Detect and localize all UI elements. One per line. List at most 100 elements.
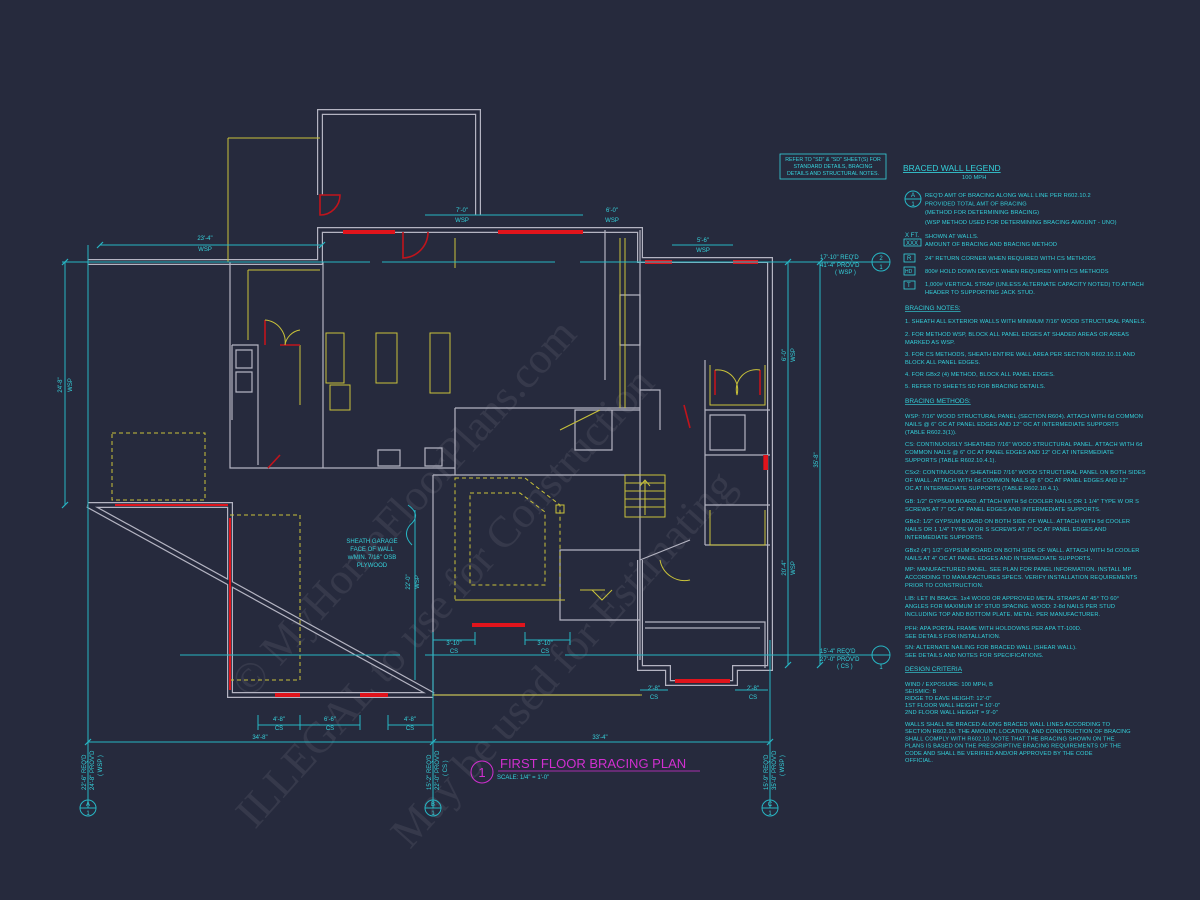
- dim-label: 5'-6": [697, 238, 709, 244]
- legend-line: SEISMIC: B: [905, 689, 936, 695]
- note-line: w/MIN. 7/16" OSB: [347, 555, 396, 561]
- dim-label: 35'-8": [814, 452, 820, 467]
- legend-line: WSP: 7/16" WOOD STRUCTURAL PANEL (SECTIO…: [905, 414, 1143, 420]
- drawing-scale: SCALE: 1/4" = 1'-0": [497, 775, 549, 781]
- legend-line: PRIOR TO CONSTRUCTION.: [905, 583, 984, 589]
- legend-line: COMMON NAILS @ 6" OC AT PANEL EDGES AND …: [905, 450, 1114, 456]
- legend-hold-down-symbol: HD: [905, 269, 913, 275]
- legend-line: OFFICIAL.: [905, 758, 933, 764]
- legend-symbols: A 1 X FT. XXX R HD T: [903, 190, 922, 290]
- dim-label: 33'-4": [592, 735, 607, 741]
- legend-circle-bottom: 1: [911, 202, 915, 208]
- dim-label: 7'-0": [456, 208, 468, 214]
- refer-to-sheets-box: REFER TO "SD" & "SD" SHEET(S) FOR STANDA…: [779, 153, 887, 180]
- dim-label: 24'-8": [58, 377, 64, 392]
- legend-heading: BRACED WALL LEGEND: [903, 163, 1001, 173]
- dim-method: CS: [450, 649, 458, 655]
- dim-label: 2'-8": [747, 686, 759, 692]
- note-line: PLYWOOD: [357, 563, 388, 569]
- legend-line: (TABLE R602.3(1)).: [905, 430, 957, 436]
- dim-label: 3'-10": [446, 641, 461, 647]
- dim-method: WSP: [68, 378, 74, 392]
- legend-line: REQ'D AMT OF BRACING ALONG WALL LINE PER…: [925, 193, 1091, 199]
- bracing-method: ( CS ): [443, 760, 449, 776]
- legend-line: SCREWS AT 7" OC AT PANEL EDGES AND INTER…: [905, 507, 1101, 513]
- legend-line: GB: 1/2" GYPSUM BOARD. ATTACH WITH 5d CO…: [905, 499, 1139, 505]
- legend-line: INTERMEDIATE SUPPORTS.: [905, 535, 984, 541]
- drawing-title-text: FIRST FLOOR BRACING PLAN: [500, 756, 686, 771]
- bracing-method: ( WSP ): [780, 755, 786, 776]
- dim-method: CS: [275, 726, 283, 732]
- legend-line: PLANS IS BASED ON THE PRESCRIPTIVE BRACI…: [905, 744, 1121, 750]
- legend-line: SUPPORTS (TABLE R602.10.4.1).: [905, 458, 997, 464]
- sheet-id: 1: [86, 811, 90, 817]
- legend-line: SEE DETAILS AND NOTES FOR SPECIFICATIONS…: [905, 653, 1044, 659]
- dim-method: WSP: [791, 348, 797, 362]
- dim-method: CS: [650, 695, 658, 701]
- legend-strap-symbol: T: [907, 283, 911, 289]
- legend-line: 5. REFER TO SHEETS SD FOR BRACING DETAIL…: [905, 384, 1046, 390]
- legend-line: 2ND FLOOR WALL HEIGHT = 9'-0": [905, 710, 998, 716]
- sheet-id: 1: [431, 811, 435, 817]
- dim-method: CS: [326, 726, 334, 732]
- legend-line: CSx2: CONTINUOUSLY SHEATHED 7/16" WOOD S…: [905, 470, 1146, 476]
- legend-line: 1ST FLOOR WALL HEIGHT = 10'-0": [905, 703, 1000, 709]
- dim-label: 20'-4": [782, 560, 788, 575]
- provd-bracing: 27'-0" PROV'D: [820, 657, 860, 663]
- legend-line: 1. SHEATH ALL EXTERIOR WALLS WITH MINIMU…: [905, 319, 1147, 325]
- legend-line: (METHOD FOR DETERMINING BRACING): [925, 210, 1039, 216]
- legend-line: AMOUNT OF BRACING AND BRACING METHOD: [925, 242, 1057, 248]
- dim-label: 4'-8": [273, 717, 285, 723]
- dim-label: 6'-0": [606, 208, 618, 214]
- legend-line: INCLUDING TOP AND BOTTOM PLATE. METAL: P…: [905, 612, 1101, 618]
- note-line: STANDARD DETAILS, BRACING: [794, 164, 873, 170]
- legend-line: WIND / EXPOSURE: 100 MPH, B: [905, 682, 993, 688]
- dim-label: 6'-6": [324, 717, 336, 723]
- dim-method: WSP: [696, 248, 710, 254]
- dim-label: 2'-8": [648, 686, 660, 692]
- legend-line: 3. FOR CS METHODS, SHEATH ENTIRE WALL AR…: [905, 352, 1135, 358]
- floor-plan: [88, 112, 770, 695]
- bracing-method: ( WSP ): [835, 270, 856, 276]
- provd-bracing: 41'-4" PROV'D: [820, 263, 860, 269]
- legend-line: 1,000# VERTICAL STRAP (UNLESS ALTERNATE …: [925, 282, 1144, 288]
- legend-line: BLOCK ALL PANEL EDGES.: [905, 360, 981, 366]
- legend-heading: BRACING NOTES:: [905, 305, 961, 312]
- legend-line: MARKED AS WSP.: [905, 340, 955, 346]
- legend-line: GBx2 (4") 1/2" GYPSUM BOARD ON BOTH SIDE…: [905, 548, 1139, 554]
- wall-line-id: A: [86, 802, 90, 808]
- dim-label: 3'-10": [537, 641, 552, 647]
- provd-bracing: 22'-0" PROV'D: [435, 750, 441, 790]
- reqd-bracing: 15'-4" REQ'D: [820, 649, 856, 655]
- legend-heading: BRACING METHODS:: [905, 398, 971, 405]
- legend-line: CODE AND SHALL BE VERIFIED AND/OR APPROV…: [905, 751, 1093, 757]
- legend-line: 4. FOR GBx2 (4) METHOD, BLOCK ALL PANEL …: [905, 372, 1055, 378]
- reqd-bracing: 22'-6" REQ'D: [82, 754, 88, 790]
- legend-line: 24" RETURN CORNER WHEN REQUIRED WITH CS …: [925, 256, 1096, 262]
- dim-method: CS: [541, 649, 549, 655]
- legend-line: HEADER TO SUPPORTING JACK STUD.: [925, 290, 1035, 296]
- legend-line: MP: MANUFACTURED PANEL. SEE PLAN FOR PAN…: [905, 567, 1131, 573]
- legend-line: RIDGE TO EAVE HEIGHT: 12'-0": [905, 696, 992, 702]
- legend-circle-top: A: [911, 193, 915, 199]
- legend-line: PROVIDED TOTAL AMT OF BRACING: [925, 202, 1027, 208]
- note-line: FACE OF WALL: [350, 547, 394, 553]
- legend-line: SEE DETAILS FOR INSTALLATION.: [905, 634, 1001, 640]
- dim-method: WSP: [455, 218, 469, 224]
- dimension-labels: 23'-4" WSP 24'-8" WSP 7'-0" WSP 6'-0" WS…: [58, 208, 820, 741]
- legend-xxx: XXX: [906, 241, 918, 247]
- reqd-bracing: 15'-9" REQ'D: [764, 754, 770, 790]
- legend-line: WALLS SHALL BE BRACED ALONG BRACED WALL …: [905, 722, 1111, 728]
- drawing-number: 1: [478, 765, 485, 780]
- dimension-lines: [61, 214, 891, 817]
- provd-bracing: 24'-8" PROV'D: [90, 750, 96, 790]
- note-line: DETAILS AND STRUCTURAL NOTES.: [787, 171, 879, 177]
- legend-line: NAILS OR 1 1/4" TYPE W OR S SCREWS AT 7"…: [905, 527, 1107, 533]
- wall-line-id: B: [431, 802, 435, 808]
- legend-line: NAILS @ 6" OC AT PANEL EDGES AND 12" OC …: [905, 422, 1119, 428]
- legend-line: ACCORDING TO MANUFACTURES SPECS. VERIFY …: [905, 575, 1137, 581]
- wall-line-id: 2: [879, 256, 883, 262]
- dim-label: 34'-8": [252, 735, 267, 741]
- reqd-bracing: 15'-2" REQ'D: [427, 754, 433, 790]
